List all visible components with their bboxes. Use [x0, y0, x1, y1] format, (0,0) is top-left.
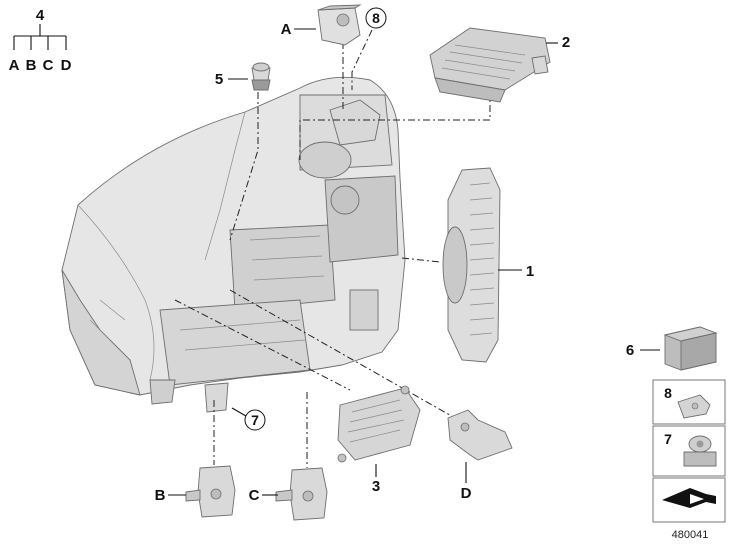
callout-3: 3: [372, 478, 380, 495]
bracket-d: D: [447, 409, 513, 502]
callout-2: 2: [562, 34, 570, 51]
legend-box-sticker: [652, 477, 726, 523]
leader-lines: [174, 29, 491, 468]
tree-label-a: A: [9, 57, 20, 74]
callout-1: 1: [526, 263, 534, 280]
callout-7-label: 7: [251, 412, 259, 428]
cover-1: 1: [442, 167, 534, 363]
legend-label-8: 8: [664, 385, 672, 401]
callout-6: 6: [626, 342, 634, 359]
cap-5: 5: [215, 62, 271, 91]
callout-c: C: [249, 487, 260, 504]
callout-8-label: 8: [372, 10, 380, 26]
callout-a: A: [281, 21, 292, 38]
callout-5: 5: [215, 71, 223, 88]
group-tree: 4 A B C D: [9, 7, 72, 74]
callout-d: D: [461, 485, 472, 502]
callout-b: B: [155, 487, 166, 504]
tree-label-c: C: [43, 57, 54, 74]
group-label-4: 4: [36, 7, 45, 24]
legend-label-7: 7: [664, 431, 672, 447]
headlight-housing: [61, 76, 406, 413]
tree-label-b: B: [26, 57, 37, 74]
tree-label-d: D: [61, 57, 72, 74]
bracket-b: B: [155, 465, 236, 518]
module-3: 3: [337, 385, 421, 495]
callout-8-top: 8: [365, 7, 387, 29]
legend-box-8: 8: [652, 379, 726, 425]
legend-box-7: 7: [652, 425, 726, 477]
bracket-c: C: [249, 467, 328, 521]
reference-number: 480041: [672, 529, 709, 541]
part-6-box: 6: [626, 326, 718, 371]
bracket-a: A: [281, 4, 362, 46]
callout-7-housing: 7: [231, 407, 266, 431]
control-unit-2: 2: [429, 27, 570, 103]
